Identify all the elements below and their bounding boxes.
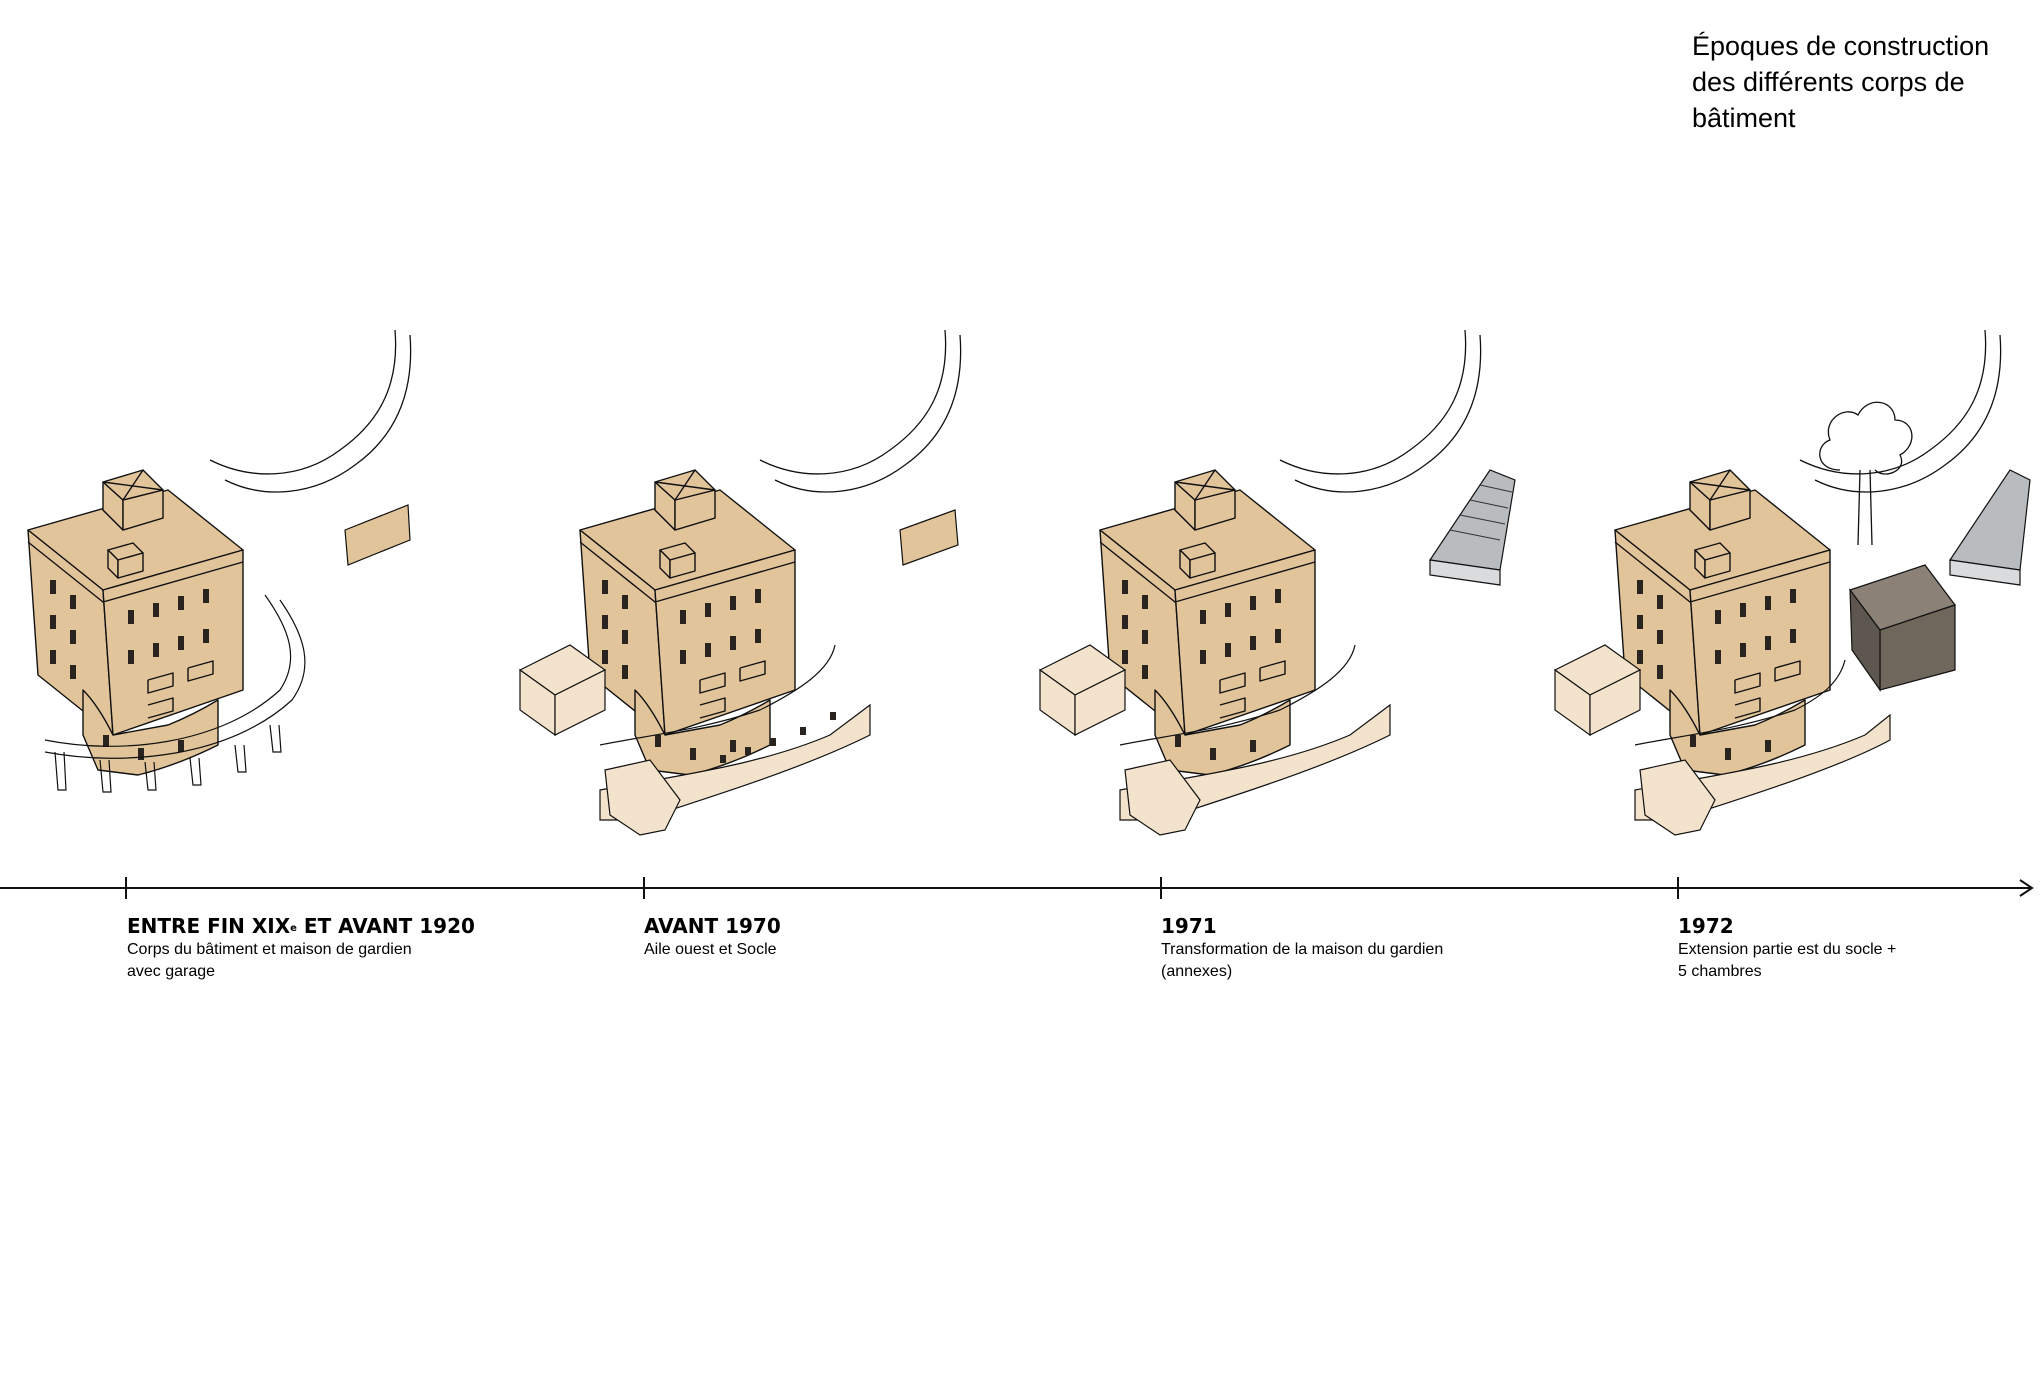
stage-4-tree [1819, 401, 1913, 546]
stage-1-garage [344, 504, 411, 566]
stage-4-extension [1849, 564, 1956, 692]
stage-3-annex [1428, 469, 1516, 586]
stage-2-garage [899, 509, 959, 566]
period-title: 1972 [1678, 914, 1734, 938]
timeline-axis [0, 877, 2034, 899]
period-title: AVANT 1970 [644, 914, 781, 938]
stage-2-socle [599, 644, 871, 836]
period-title: 1971 [1161, 914, 1217, 938]
stage-1-road [209, 329, 412, 493]
period-title: ENTRE FIN XIXe ET AVANT 1920 [127, 914, 475, 938]
period-description: Corps du bâtiment et maison de gardien a… [127, 941, 412, 980]
diagram-title: Époques de construction des différents c… [1692, 28, 2032, 136]
stage-3-west-wing [1038, 644, 1127, 737]
timeline-label-3: 1971 Transformation de la maison du gard… [1161, 913, 1443, 983]
stage-4-west-wing [1553, 644, 1642, 737]
timeline-label-1: ENTRE FIN XIXe ET AVANT 1920 Corps du bâ… [127, 913, 475, 983]
period-description: Extension partie est du socle + 5 chambr… [1678, 941, 1897, 980]
timeline-label-2: AVANT 1970 Aile ouest et Socle [644, 913, 781, 961]
period-description: Aile ouest et Socle [644, 941, 777, 958]
stage-3-socle [1119, 644, 1391, 836]
period-description: Transformation de la maison du gardien (… [1161, 941, 1444, 980]
stage-4-annex [1948, 469, 2031, 586]
timeline-label-4: 1972 Extension partie est du socle + 5 c… [1678, 913, 1896, 983]
stage-4-socle [1634, 659, 1891, 836]
stage-1-drawing [27, 469, 244, 776]
title-line-3: bâtiment [1692, 103, 1796, 133]
title-line-2: des différents corps de [1692, 67, 1965, 97]
stage-2-road [759, 329, 962, 493]
title-line-1: Époques de construction [1692, 31, 1990, 61]
stage-2-west-wing [518, 644, 607, 737]
stage-3-road [1279, 329, 1482, 493]
stage-1-viaduct [44, 594, 306, 793]
